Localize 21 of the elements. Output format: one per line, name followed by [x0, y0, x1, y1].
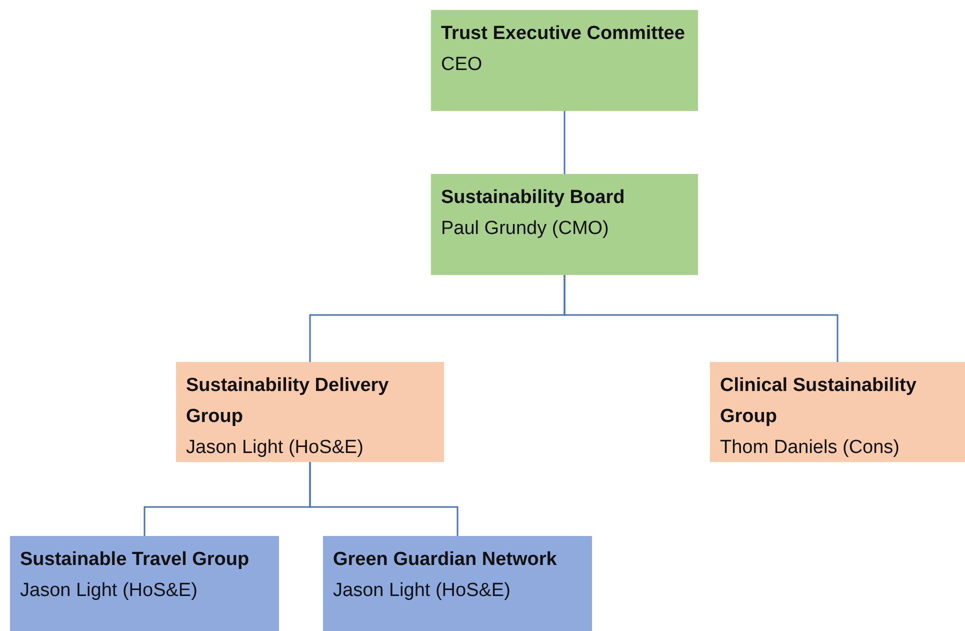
- chair-name: Paul Grundy (CMO): [441, 217, 610, 241]
- chair-name: Jason Light (HoS&E): [333, 579, 512, 603]
- chair-name: CEO: [441, 53, 484, 77]
- org-box: [431, 10, 698, 111]
- group-name: Sustainable Travel Group: [20, 548, 250, 572]
- org-box: [10, 536, 279, 631]
- group-name: Green Guardian Network: [333, 548, 558, 572]
- org-box: [323, 536, 592, 631]
- org-box: [710, 362, 965, 462]
- org-box: [431, 174, 698, 275]
- connector-line: [564, 111, 566, 174]
- chair-name: Jason Light (HoS&E): [186, 436, 364, 460]
- group-name: Sustainability Delivery Group: [186, 374, 390, 429]
- group-name: Clinical Sustainability Group: [720, 374, 918, 429]
- chair-name: Thom Daniels (Cons): [720, 436, 900, 460]
- connector-line: [309, 462, 458, 536]
- group-name: Trust Executive Committee: [441, 22, 686, 46]
- connector-line: [564, 275, 838, 362]
- group-name: Sustainability Board: [441, 186, 626, 210]
- chair-name: Jason Light (HoS&E): [20, 579, 198, 603]
- org-box: [176, 362, 444, 462]
